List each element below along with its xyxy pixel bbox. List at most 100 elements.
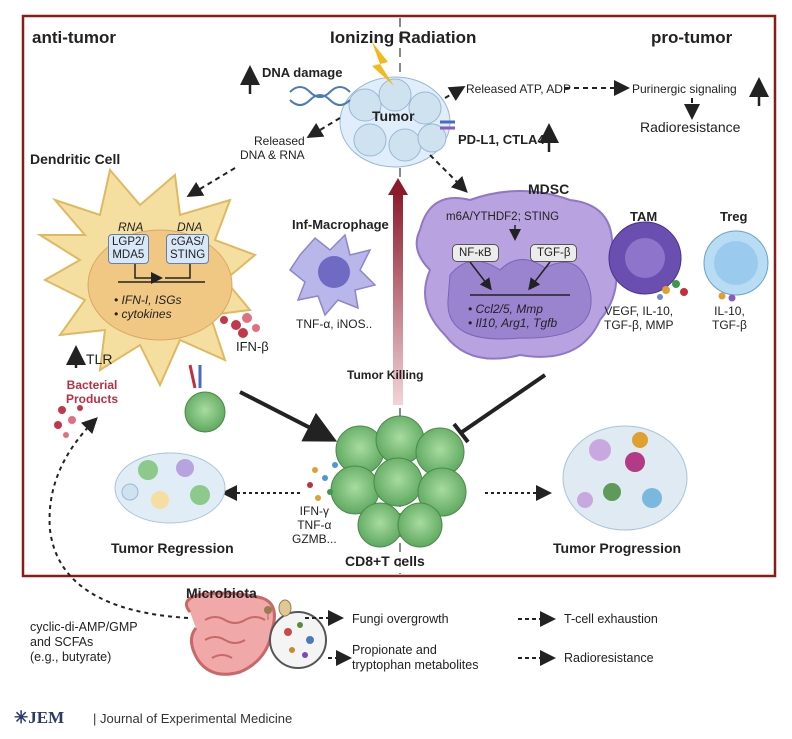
mdsc-bullet-1: • Ccl2/5, Mmp [468,302,543,316]
cd8-cytokine-2: TNF-α [297,518,332,532]
dc-receptor-icon [188,364,202,389]
bacterial-dots [54,405,83,438]
tlr-label: TLR [86,351,113,367]
bacterial-line-2: Products [66,392,119,406]
tumor-regression-cluster [114,452,226,524]
pro-tumor-label: pro-tumor [651,28,733,47]
exhaustion-label: T-cell exhaustion [564,612,658,626]
lgp2-line-1: LGP2/ [112,236,145,248]
tumor-progression-label: Tumor Progression [553,540,682,556]
nfkb-box: NF-κB [452,244,499,262]
main-frame [21,14,777,578]
journal-name: | Journal of Experimental Medicine [93,711,293,726]
arrow-to-dc [186,167,236,198]
pdl1-receptor-icon [440,120,455,130]
pdl1-label: PD-L1, CTLA4 [458,132,545,147]
tumor-killing-arrowhead [388,178,408,195]
dc-bullet-1-text: IFN-I, ISGs [121,293,182,307]
treg-title: Treg [720,209,748,224]
tam-products-line-2: TGF-β, MMP [604,318,674,332]
tgfb-box: TGF-β [530,244,578,262]
dc-pathway-arrow-2 [165,262,191,279]
arrow-to-mdsc [429,154,468,193]
m6a-label: m6A/YTHDF2; STING [446,211,560,223]
dendritic-cell-title: Dendritic Cell [30,151,121,167]
microbiota-title: Microbiota [186,585,257,601]
mdsc-cell [415,190,618,360]
released-dna-line-1: Released [253,134,305,148]
bacterial-products-label: Bacterial Products [66,378,118,406]
mdsc-title: MDSC [528,181,570,197]
lgp2-line-2: MDA5 [112,249,145,261]
treg-products-line-2: TGF-β [712,318,747,332]
dc-bullet-2-text: cytokines [121,307,172,321]
tam-products-line-1: VEGF, IL-10, [604,304,674,318]
radioresistance-top-label: Radioresistance [640,119,741,135]
ionizing-radiation-label: Ionizing Radiation [330,28,477,47]
dc-to-cd8-arrow [239,390,338,442]
journal-name-text: Journal of Experimental Medicine [100,711,293,726]
ifnb-dots [220,313,260,338]
mdsc-nfkb-arrow [469,261,492,291]
microbiota-left-line-2: and SCFAs [30,635,94,649]
macrophage-products: TNF-α, iNOS.. [296,317,373,331]
jem-logo: ✳JEM [14,708,65,727]
mdsc-tgfb-arrow [528,261,551,291]
dna-helix-icon [289,86,351,106]
cgas-box: cGAS/ STING [166,234,210,264]
tumor-killing-label: Tumor Killing [347,368,424,382]
arrow-released-dna [306,117,341,139]
ifnb-label: IFN-β [236,339,269,354]
propionate-line-2: tryptophan metabolites [352,658,479,672]
tam-title: TAM [630,209,658,224]
mdsc-bullet-1-text: Ccl2/5, Mmp [475,302,543,316]
tumor-label: Tumor [372,108,415,124]
dc-tcell [184,391,226,433]
released-dna-label: Released DNA & RNA [240,134,305,162]
dna-damage-label: DNA damage [262,65,343,80]
cd8-cytokine-3: GZMB... [292,532,337,546]
microbiota-left-line-3: (e.g., butyrate) [30,650,112,664]
cd8-label: CD8+T cells [345,553,425,569]
fungi-icon [264,599,292,620]
tam-cell [608,221,688,300]
propionate-line-1: Propionate and [352,643,437,657]
cytokine-dots [307,462,338,501]
bacterial-line-1: Bacterial [66,378,118,392]
cd8-cytokines: IFN-γ TNF-α GZMB... [292,504,337,546]
mdsc-inhibit-bar [452,422,470,444]
inf-macrophage [288,233,377,317]
lightning-icon [372,42,394,86]
released-atp-label: Released ATP, ADP [466,82,571,96]
inf-macrophage-title: Inf-Macrophage [292,217,389,232]
propionate-label: Propionate and tryptophan metabolites [352,643,478,673]
released-dna-line-2: DNA & RNA [240,148,305,162]
tumor-killing-arrow [393,190,403,405]
mdsc-bullet-2: • Il10, Arg1, Tgfb [468,316,558,330]
tumor-cluster [339,76,451,168]
lgp2-box: LGP2/ MDA5 [108,234,149,264]
tumor-progression-cluster [562,425,688,531]
cd8-cytokine-1: IFN-γ [299,504,329,518]
arrow-atp [444,85,466,101]
radioresistance-micro-label: Radioresistance [564,651,654,665]
tam-products: VEGF, IL-10, TGF-β, MMP [604,304,674,332]
dc-bullet-2: • cytokines [114,307,172,321]
dna-label: DNA [177,220,203,234]
purinergic-label: Purinergic signaling [632,82,737,96]
microbiota-left-text: cyclic-di-AMP/GMP and SCFAs (e.g., butyr… [30,620,138,665]
dc-pathway-arrow-1 [134,262,163,284]
microbiota-to-dc-arrow [48,417,189,619]
intestine-icon [184,591,276,676]
jem-logo-text: JEM [28,708,65,727]
fungi-label: Fungi overgrowth [352,612,449,626]
cgas-line-1: cGAS/ [170,236,205,248]
microbiota-left-line-1: cyclic-di-AMP/GMP [30,620,138,634]
anti-tumor-label: anti-tumor [32,28,117,47]
cgas-line-2: STING [170,249,206,261]
tumor-regression-label: Tumor Regression [111,540,234,556]
rna-label: RNA [118,220,144,234]
microbiota-magnifier-icon [269,611,327,669]
dc-bullet-1: • IFN-I, ISGs [114,293,182,307]
